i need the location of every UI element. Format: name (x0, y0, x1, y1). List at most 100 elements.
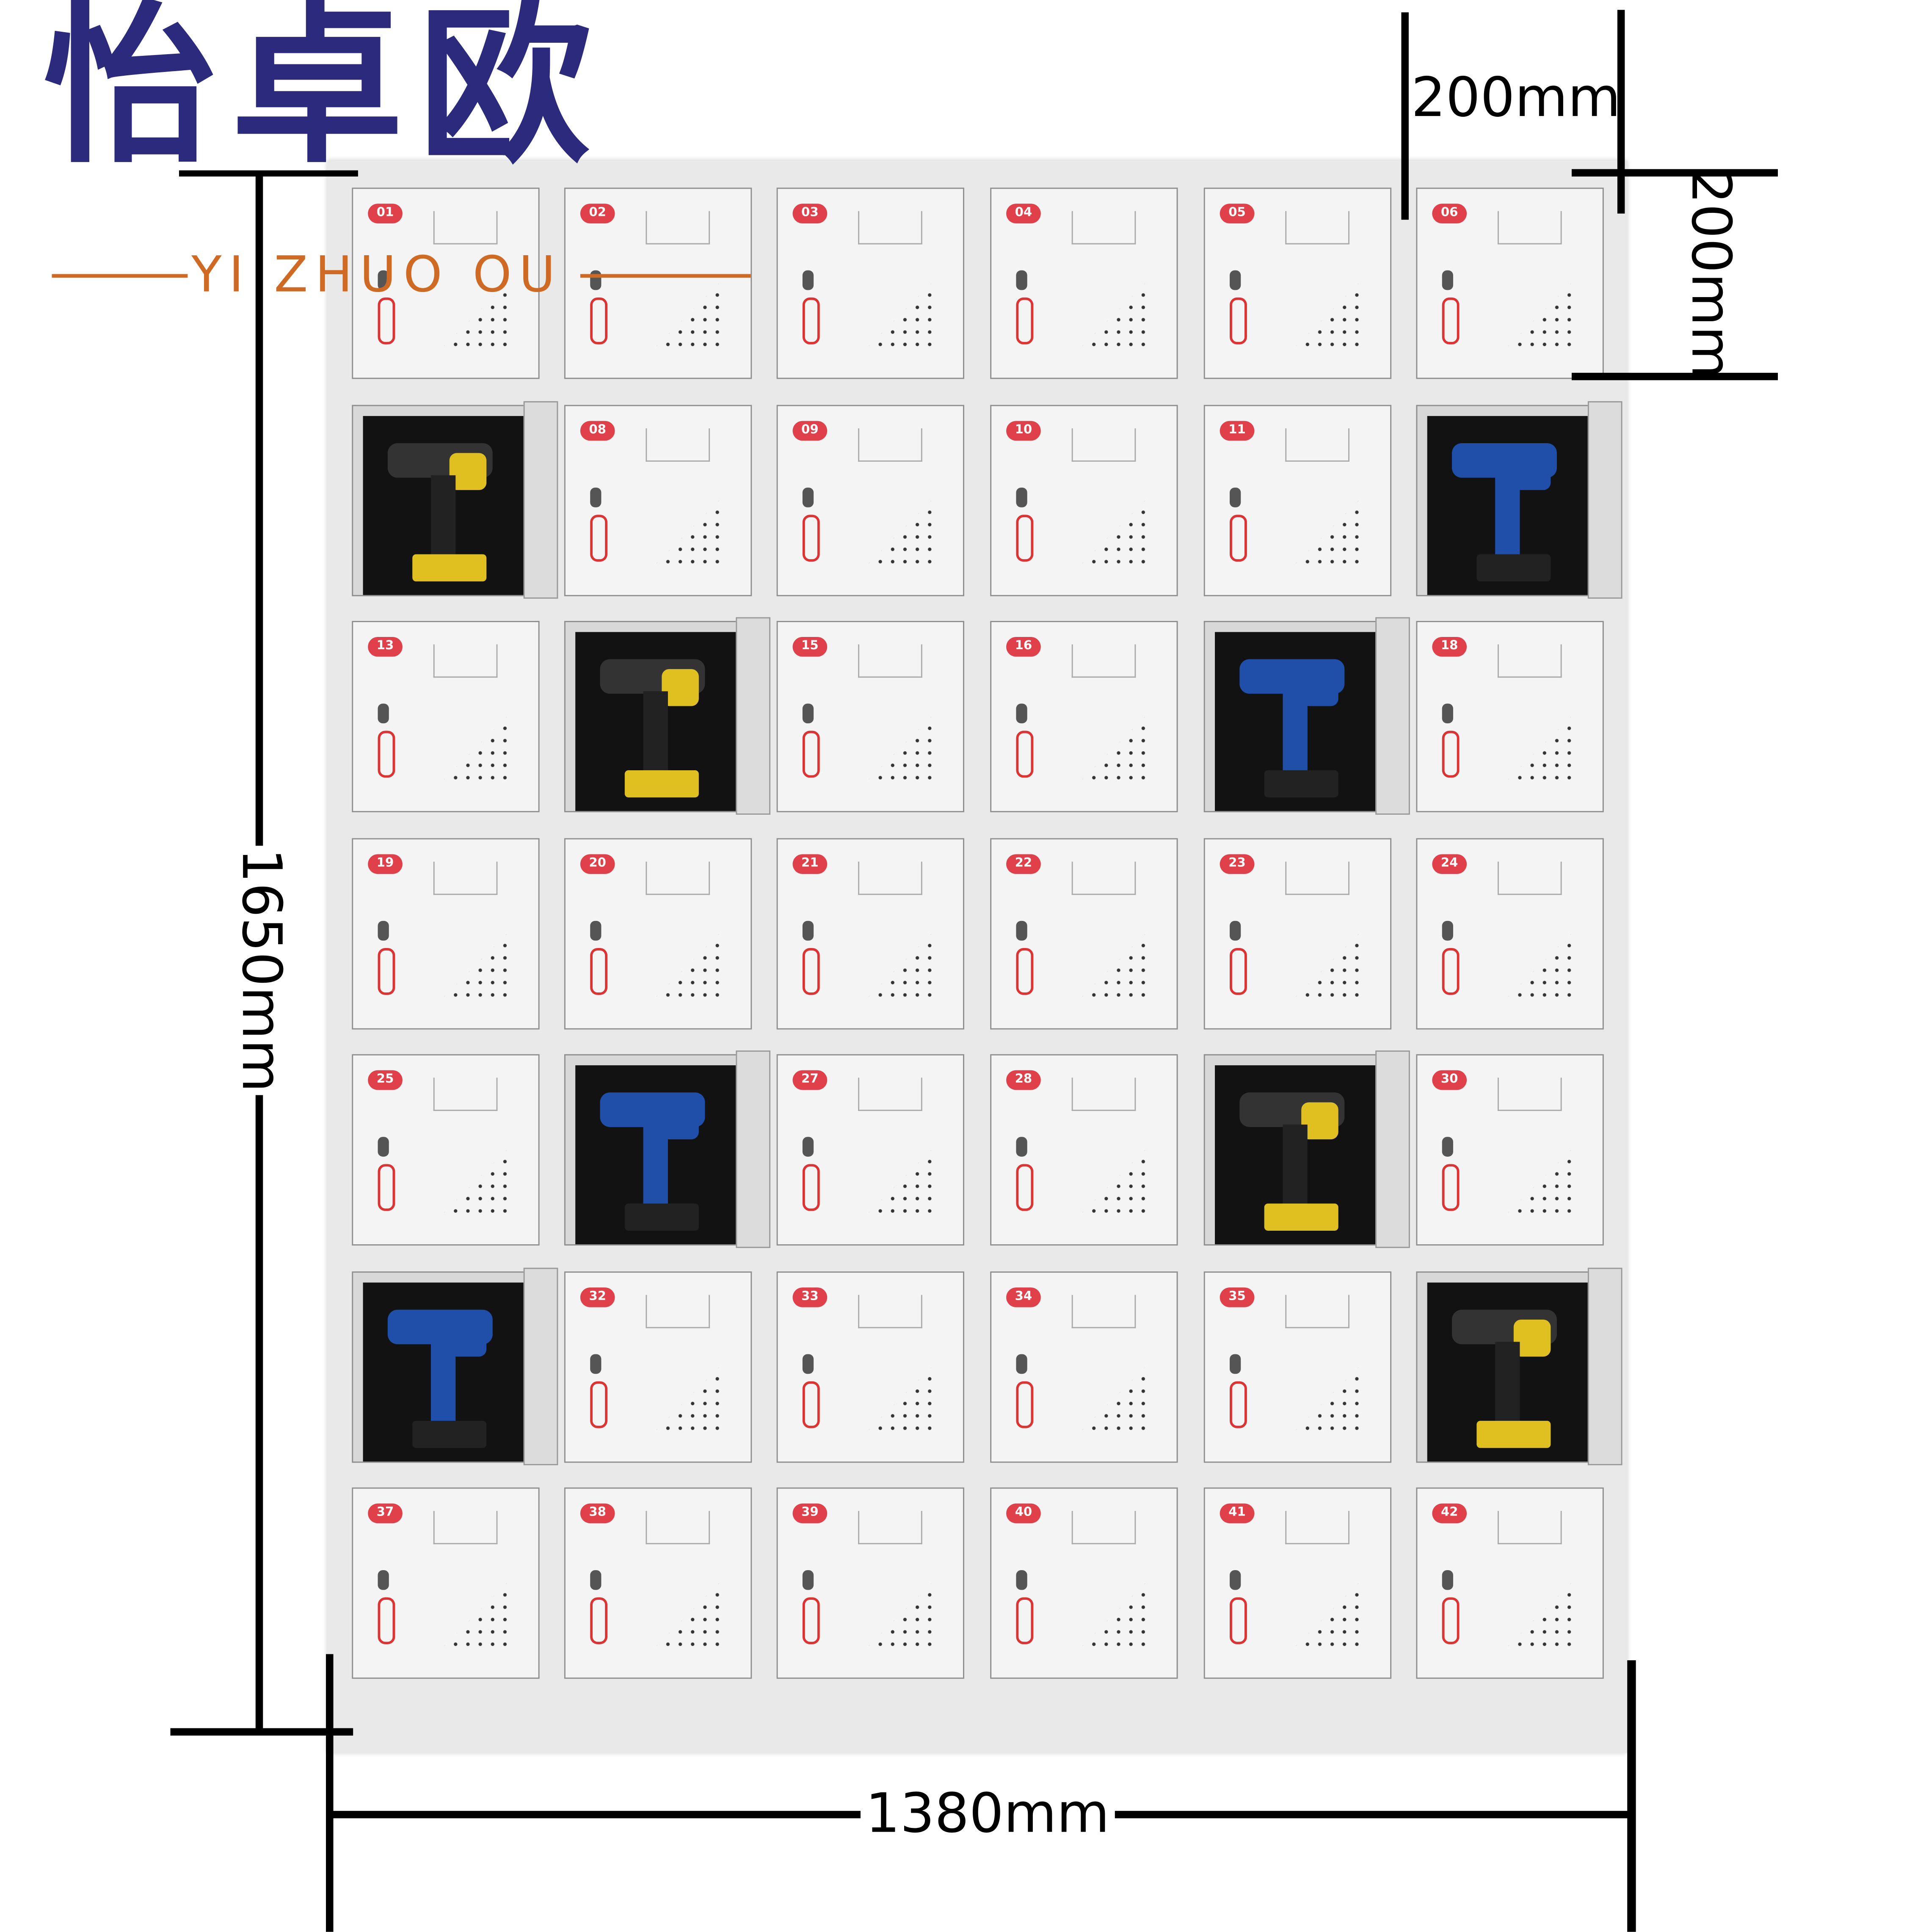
lock-icon (802, 703, 814, 724)
vent-holes (1075, 276, 1152, 353)
locker-number: 40 (1006, 1503, 1041, 1524)
locker-25[interactable]: 25 (352, 1054, 540, 1246)
lock-icon (1442, 1137, 1453, 1157)
height-top-tick (179, 170, 358, 177)
locker-number: 39 (792, 1503, 828, 1524)
drill-grip (643, 691, 668, 778)
locker-37[interactable]: 37 (352, 1487, 540, 1679)
lock-icon (1016, 1354, 1027, 1374)
locker-14[interactable] (564, 617, 771, 815)
lock-icon (1442, 1570, 1453, 1590)
vent-holes (649, 276, 726, 353)
locker-29[interactable] (1203, 1050, 1410, 1248)
handle-icon (858, 211, 922, 245)
open-door[interactable] (1375, 617, 1410, 815)
locker-40[interactable]: 40 (990, 1487, 1178, 1679)
open-door[interactable] (736, 617, 771, 815)
locker-32[interactable]: 32 (564, 1271, 752, 1463)
locker-22[interactable]: 22 (990, 838, 1178, 1030)
lock-icon (1230, 1354, 1241, 1374)
locker-41[interactable]: 41 (1203, 1487, 1392, 1679)
locker-09[interactable]: 09 (776, 405, 964, 596)
open-door[interactable] (523, 401, 558, 599)
locker-16[interactable]: 16 (990, 621, 1178, 813)
open-door[interactable] (1587, 401, 1622, 599)
locker-42[interactable]: 42 (1416, 1487, 1604, 1679)
handle-icon (433, 211, 498, 245)
key-tag-icon (802, 948, 820, 995)
drill-body (1513, 1319, 1551, 1357)
locker-11[interactable]: 11 (1203, 405, 1392, 596)
key-tag-icon (590, 1597, 608, 1645)
locker-number: 42 (1432, 1503, 1467, 1524)
locker-number: 41 (1220, 1503, 1255, 1524)
drill-body (1513, 453, 1551, 490)
handle-icon (433, 1078, 498, 1111)
locker-36[interactable] (1416, 1268, 1622, 1466)
locker-24[interactable]: 24 (1416, 838, 1604, 1030)
locker-18[interactable]: 18 (1416, 621, 1604, 813)
handle-icon (858, 861, 922, 895)
locker-26[interactable] (564, 1050, 771, 1248)
locker-interior (1215, 1065, 1376, 1245)
open-door[interactable] (1587, 1268, 1622, 1466)
locker-04[interactable]: 04 (990, 187, 1178, 379)
vent-holes (1289, 927, 1366, 1004)
key-tag-icon (1230, 1381, 1247, 1428)
locker-17[interactable] (1203, 617, 1410, 815)
locker-19[interactable]: 19 (352, 838, 540, 1030)
locker-06[interactable]: 06 (1416, 187, 1604, 379)
lock-icon (1442, 270, 1453, 290)
lock-icon (802, 1570, 814, 1590)
vent-holes (437, 927, 514, 1004)
locker-01[interactable]: 01 (352, 187, 540, 379)
handle-icon (858, 644, 922, 678)
locker-30[interactable]: 30 (1416, 1054, 1604, 1246)
locker-interior (363, 416, 524, 595)
locker-23[interactable]: 23 (1203, 838, 1392, 1030)
locker-15[interactable]: 15 (776, 621, 964, 813)
brand-logo: 怡卓欧 (43, 0, 607, 188)
locker-02[interactable]: 02 (564, 187, 752, 379)
key-tag-icon (802, 515, 820, 562)
cell-width-right-tick (1617, 10, 1625, 214)
vent-holes (649, 1576, 726, 1653)
drill-battery (412, 554, 487, 582)
locker-12[interactable] (1416, 401, 1622, 599)
drill-battery (1264, 770, 1338, 798)
drill-body (1301, 1102, 1338, 1140)
locker-05[interactable]: 05 (1203, 187, 1392, 379)
locker-33[interactable]: 33 (776, 1271, 964, 1463)
locker-number: 32 (580, 1287, 615, 1307)
locker-28[interactable]: 28 (990, 1054, 1178, 1246)
locker-34[interactable]: 34 (990, 1271, 1178, 1463)
key-tag-icon (1016, 1381, 1034, 1428)
open-door[interactable] (736, 1050, 771, 1248)
vent-holes (1289, 1360, 1366, 1437)
drill-battery (624, 1203, 699, 1231)
locker-38[interactable]: 38 (564, 1487, 752, 1679)
locker-27[interactable]: 27 (776, 1054, 964, 1246)
locker-08[interactable]: 08 (564, 405, 752, 596)
handle-icon (1497, 1511, 1562, 1544)
locker-20[interactable]: 20 (564, 838, 752, 1030)
locker-21[interactable]: 21 (776, 838, 964, 1030)
width-label: 1380mm (860, 1787, 1115, 1842)
vent-holes (1075, 1360, 1152, 1437)
locker-35[interactable]: 35 (1203, 1271, 1392, 1463)
locker-03[interactable]: 03 (776, 187, 964, 379)
locker-number: 28 (1006, 1070, 1041, 1090)
handle-icon (433, 1511, 498, 1544)
open-door[interactable] (523, 1268, 558, 1466)
open-door[interactable] (1375, 1050, 1410, 1248)
locker-31[interactable] (352, 1268, 558, 1466)
locker-10[interactable]: 10 (990, 405, 1178, 596)
drill-body (662, 1102, 699, 1140)
locker-39[interactable]: 39 (776, 1487, 964, 1679)
locker-13[interactable]: 13 (352, 621, 540, 813)
handle-icon (1071, 644, 1136, 678)
locker-07[interactable] (352, 401, 558, 599)
handle-icon (1285, 428, 1349, 462)
logo-line-left (52, 274, 188, 278)
drill-grip (643, 1124, 668, 1211)
